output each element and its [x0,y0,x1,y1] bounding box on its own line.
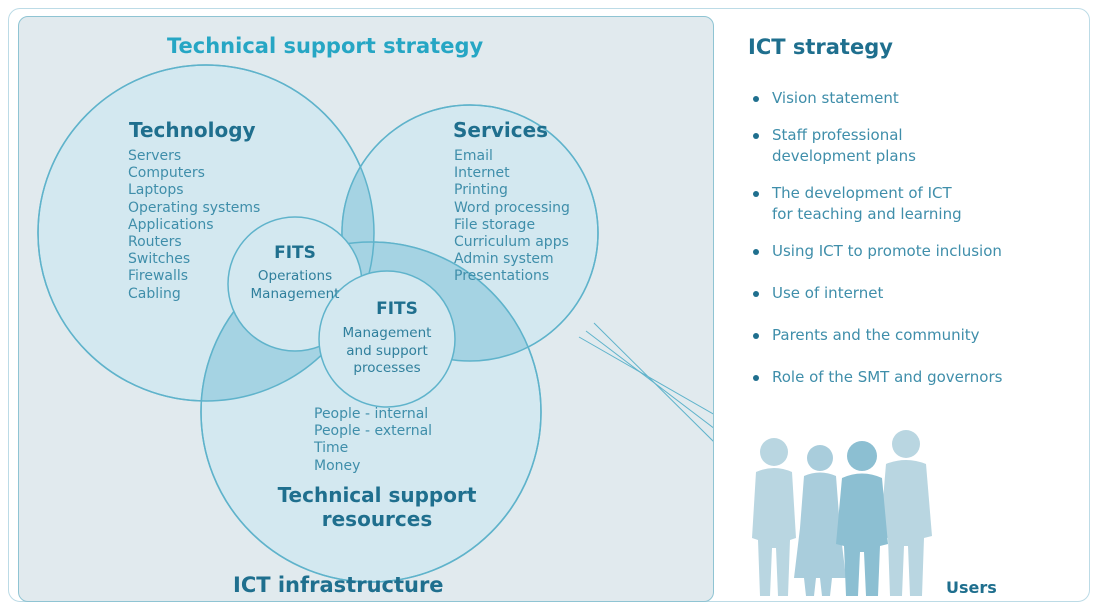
strategy-item: Vision statement [746,88,1002,109]
strategy-item-line: Parents and the community [772,326,980,344]
list-item: Firewalls [128,268,189,285]
fits-processes-line: Management [342,325,432,341]
ict-infrastructure-panel: Technical support strategy Technology Se… [18,16,714,602]
strategy-item-line: The development of ICT [772,184,952,202]
strategy-item-line: development plans [772,147,916,165]
list-item: Computers [128,165,205,182]
list-item: Servers [128,148,182,164]
fits-operations-line: Management [250,285,340,302]
resources-heading: Technical support resources [237,483,517,531]
venn-diagram [37,64,713,583]
users-label: Users [946,578,997,597]
strategy-title: ICT strategy [748,35,893,59]
strategy-item: Parents and the community [746,325,1002,346]
list-item: Cabling [128,285,181,302]
strategy-item-line: Use of internet [772,284,884,302]
strategy-item-line: for teaching and learning [772,205,962,223]
list-item: Admin system [454,251,554,268]
list-item: Printing [454,182,508,199]
resources-heading-line: Technical support [277,483,477,507]
services-heading: Services [453,118,549,142]
strategy-list: Vision statement Staff professional deve… [746,88,1002,388]
list-item: Curriculum apps [454,234,569,251]
strategy-item: The development of ICT for teaching and … [746,183,1002,225]
list-item: Laptops [128,182,184,199]
strategy-item-line: Vision statement [772,89,899,107]
strategy-item: Role of the SMT and governors [746,367,1002,388]
diagram-title: Technical support strategy [167,34,484,58]
list-item: Email [454,148,493,164]
fits-processes-heading: FITS [376,299,418,319]
list-item: Word processing [454,199,570,216]
technology-heading: Technology [129,118,256,142]
people-group-icon [752,430,932,596]
fits-processes-circle [318,270,456,408]
services-list: Email Internet Printing Word processing … [454,148,570,286]
fits-processes-line: and support [346,342,428,359]
list-item: People - internal [314,406,429,422]
strategy-item-line: Staff professional [772,126,903,144]
fits-processes-line: processes [353,360,421,376]
fits-operations-text: Operations Management [225,268,365,303]
list-item: People - external [314,423,433,440]
strategy-item: Use of internet [746,283,1002,304]
list-item: Switches [128,251,191,268]
strategy-item-line: Using ICT to promote inclusion [772,242,1002,260]
list-item: File storage [454,216,536,233]
fits-operations-line: Operations [257,268,333,284]
services-resources-overlap [342,242,541,361]
resources-list: People - internal People - external Time… [314,406,432,475]
strategy-item: Staff professional development plans [746,125,1002,167]
list-item: Applications [128,216,214,233]
fits-operations-heading: FITS [274,243,316,263]
strategy-item-line: Role of the SMT and governors [772,368,1003,386]
list-item: Presentations [454,268,550,285]
list-item: Routers [128,234,182,251]
list-item: Money [314,457,361,474]
footer-title: ICT infrastructure [233,573,444,597]
technology-list: Servers Computers Laptops Operating syst… [128,148,260,303]
strategy-item: Using ICT to promote inclusion [746,241,1002,262]
resources-heading-line: resources [321,507,433,531]
list-item: Operating systems [128,199,261,216]
list-item: Time [314,440,349,457]
fits-processes-text: Management and support processes [317,325,457,378]
list-item: Internet [454,165,510,182]
